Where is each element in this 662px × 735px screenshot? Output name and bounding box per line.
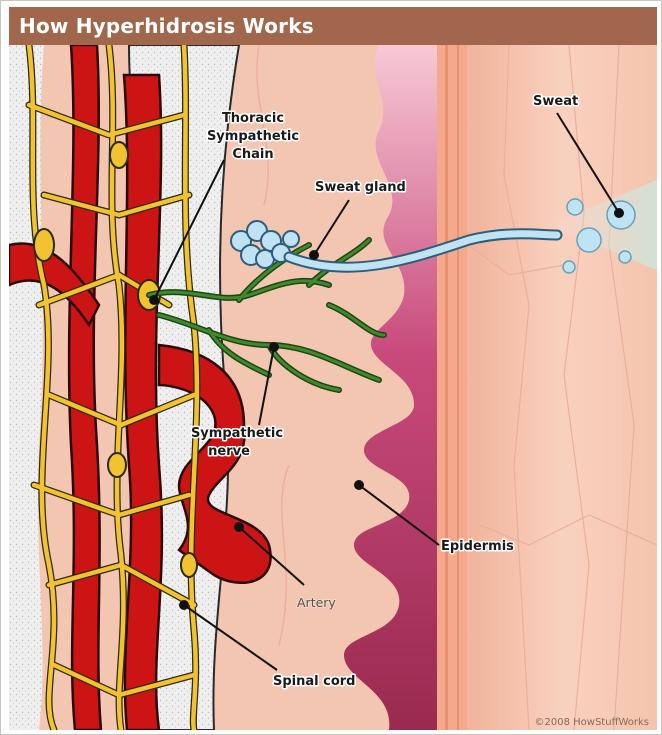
label-sweat: Sweat <box>533 94 578 109</box>
label-spinal-cord: Spinal cord <box>273 674 356 689</box>
stratum-line-1 <box>445 45 448 730</box>
label-thoracic-3: Chain <box>232 147 273 162</box>
label-sympathetic-2: nerve <box>208 444 250 459</box>
stratum-line-2 <box>457 45 459 730</box>
label-thoracic-1: Thoracic <box>222 111 284 126</box>
label-sympathetic-1: Sympathetic <box>191 426 283 441</box>
label-thoracic-2: Sympathetic <box>207 129 299 144</box>
main-artery-center <box>124 75 162 730</box>
label-epidermis: Epidermis <box>441 539 514 554</box>
diagram-title: How Hyperhidrosis Works <box>9 7 657 45</box>
left-cord-strip <box>9 45 44 730</box>
hyperhidrosis-illustration: Thoracic Sympathetic Chain Sweat gland S… <box>9 45 657 730</box>
stratum-band <box>437 45 467 730</box>
credit-text: ©2008 HowStuffWorks <box>535 717 649 728</box>
illustration-svg: Thoracic Sympathetic Chain Sweat gland S… <box>9 45 657 730</box>
label-artery: Artery <box>297 595 336 610</box>
label-sweat-gland: Sweat gland <box>315 180 406 195</box>
